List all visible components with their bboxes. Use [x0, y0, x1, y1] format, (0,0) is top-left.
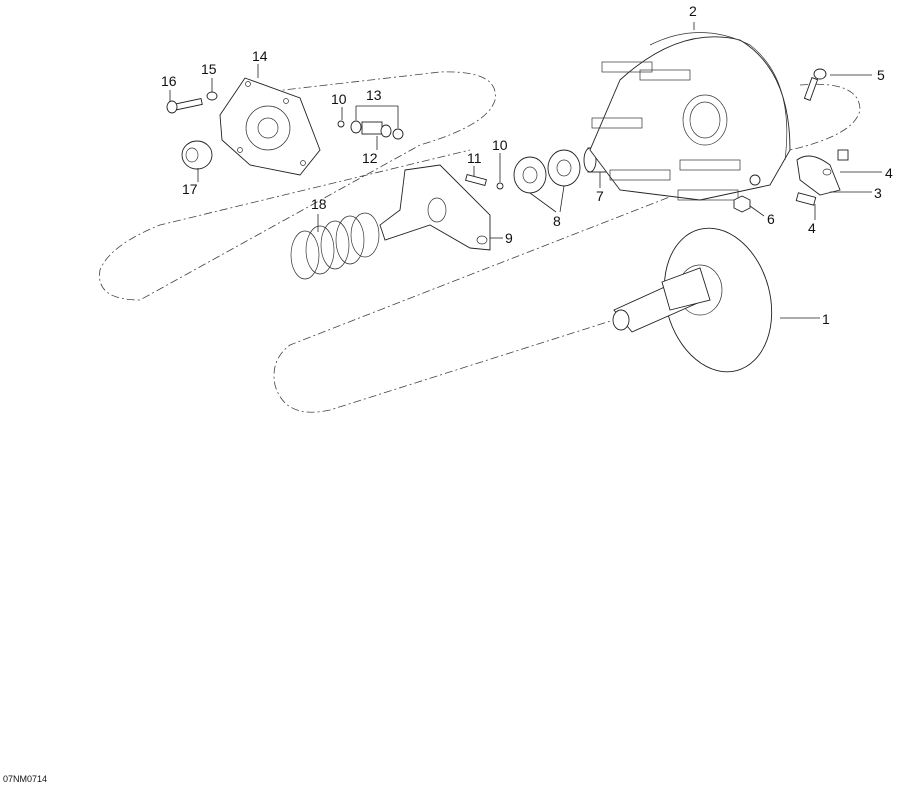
callout-label: 9: [505, 230, 513, 246]
callout-label: 6: [767, 211, 775, 227]
callout-label: 4: [808, 220, 816, 236]
callout-label: 10: [331, 91, 347, 107]
part-17-bushing: [181, 140, 213, 170]
part-13-washer-b: [380, 124, 392, 138]
callout-label: 14: [252, 48, 268, 64]
part-9-spider: [379, 164, 491, 251]
part-2-housing: [589, 32, 791, 201]
callout-label: 17: [182, 181, 198, 197]
part-8-washers: [513, 149, 581, 194]
part-10-ball: [337, 120, 345, 128]
part-13-washer-a: [350, 120, 362, 134]
part-15-washer: [206, 91, 218, 101]
callout-label: 12: [362, 150, 378, 166]
callout-label: 8: [553, 213, 561, 229]
part-6-nut: [733, 174, 761, 213]
part-13-washer-c: [392, 128, 404, 140]
part-5-screw: [803, 68, 827, 101]
callout-label: 16: [161, 73, 177, 89]
figure-code: 07NM0714: [3, 774, 48, 784]
part-14-cover-plate: [219, 77, 321, 176]
callout-label: 11: [467, 150, 482, 166]
part-10-ball-b: [496, 182, 504, 190]
callout-label: 2: [689, 3, 697, 19]
callout-label: 7: [596, 188, 604, 204]
callout-label: 13: [366, 87, 382, 103]
callout-label: 1: [822, 311, 830, 327]
part-11-pin: [465, 173, 487, 187]
part-18-spring: [290, 212, 380, 280]
callout-label: 5: [877, 67, 885, 83]
part-3-bracket: [795, 149, 849, 206]
callout-label: 4: [885, 165, 893, 181]
callout-label: 15: [201, 61, 217, 77]
part-12-roller: [361, 121, 383, 135]
callout-label: 10: [492, 137, 508, 153]
leader-lines: [169, 22, 882, 319]
callout-label: 18: [311, 196, 327, 212]
part-1-sheave: [612, 227, 773, 373]
callout-label: 3: [874, 185, 882, 201]
part-16-bolt: [166, 97, 203, 114]
